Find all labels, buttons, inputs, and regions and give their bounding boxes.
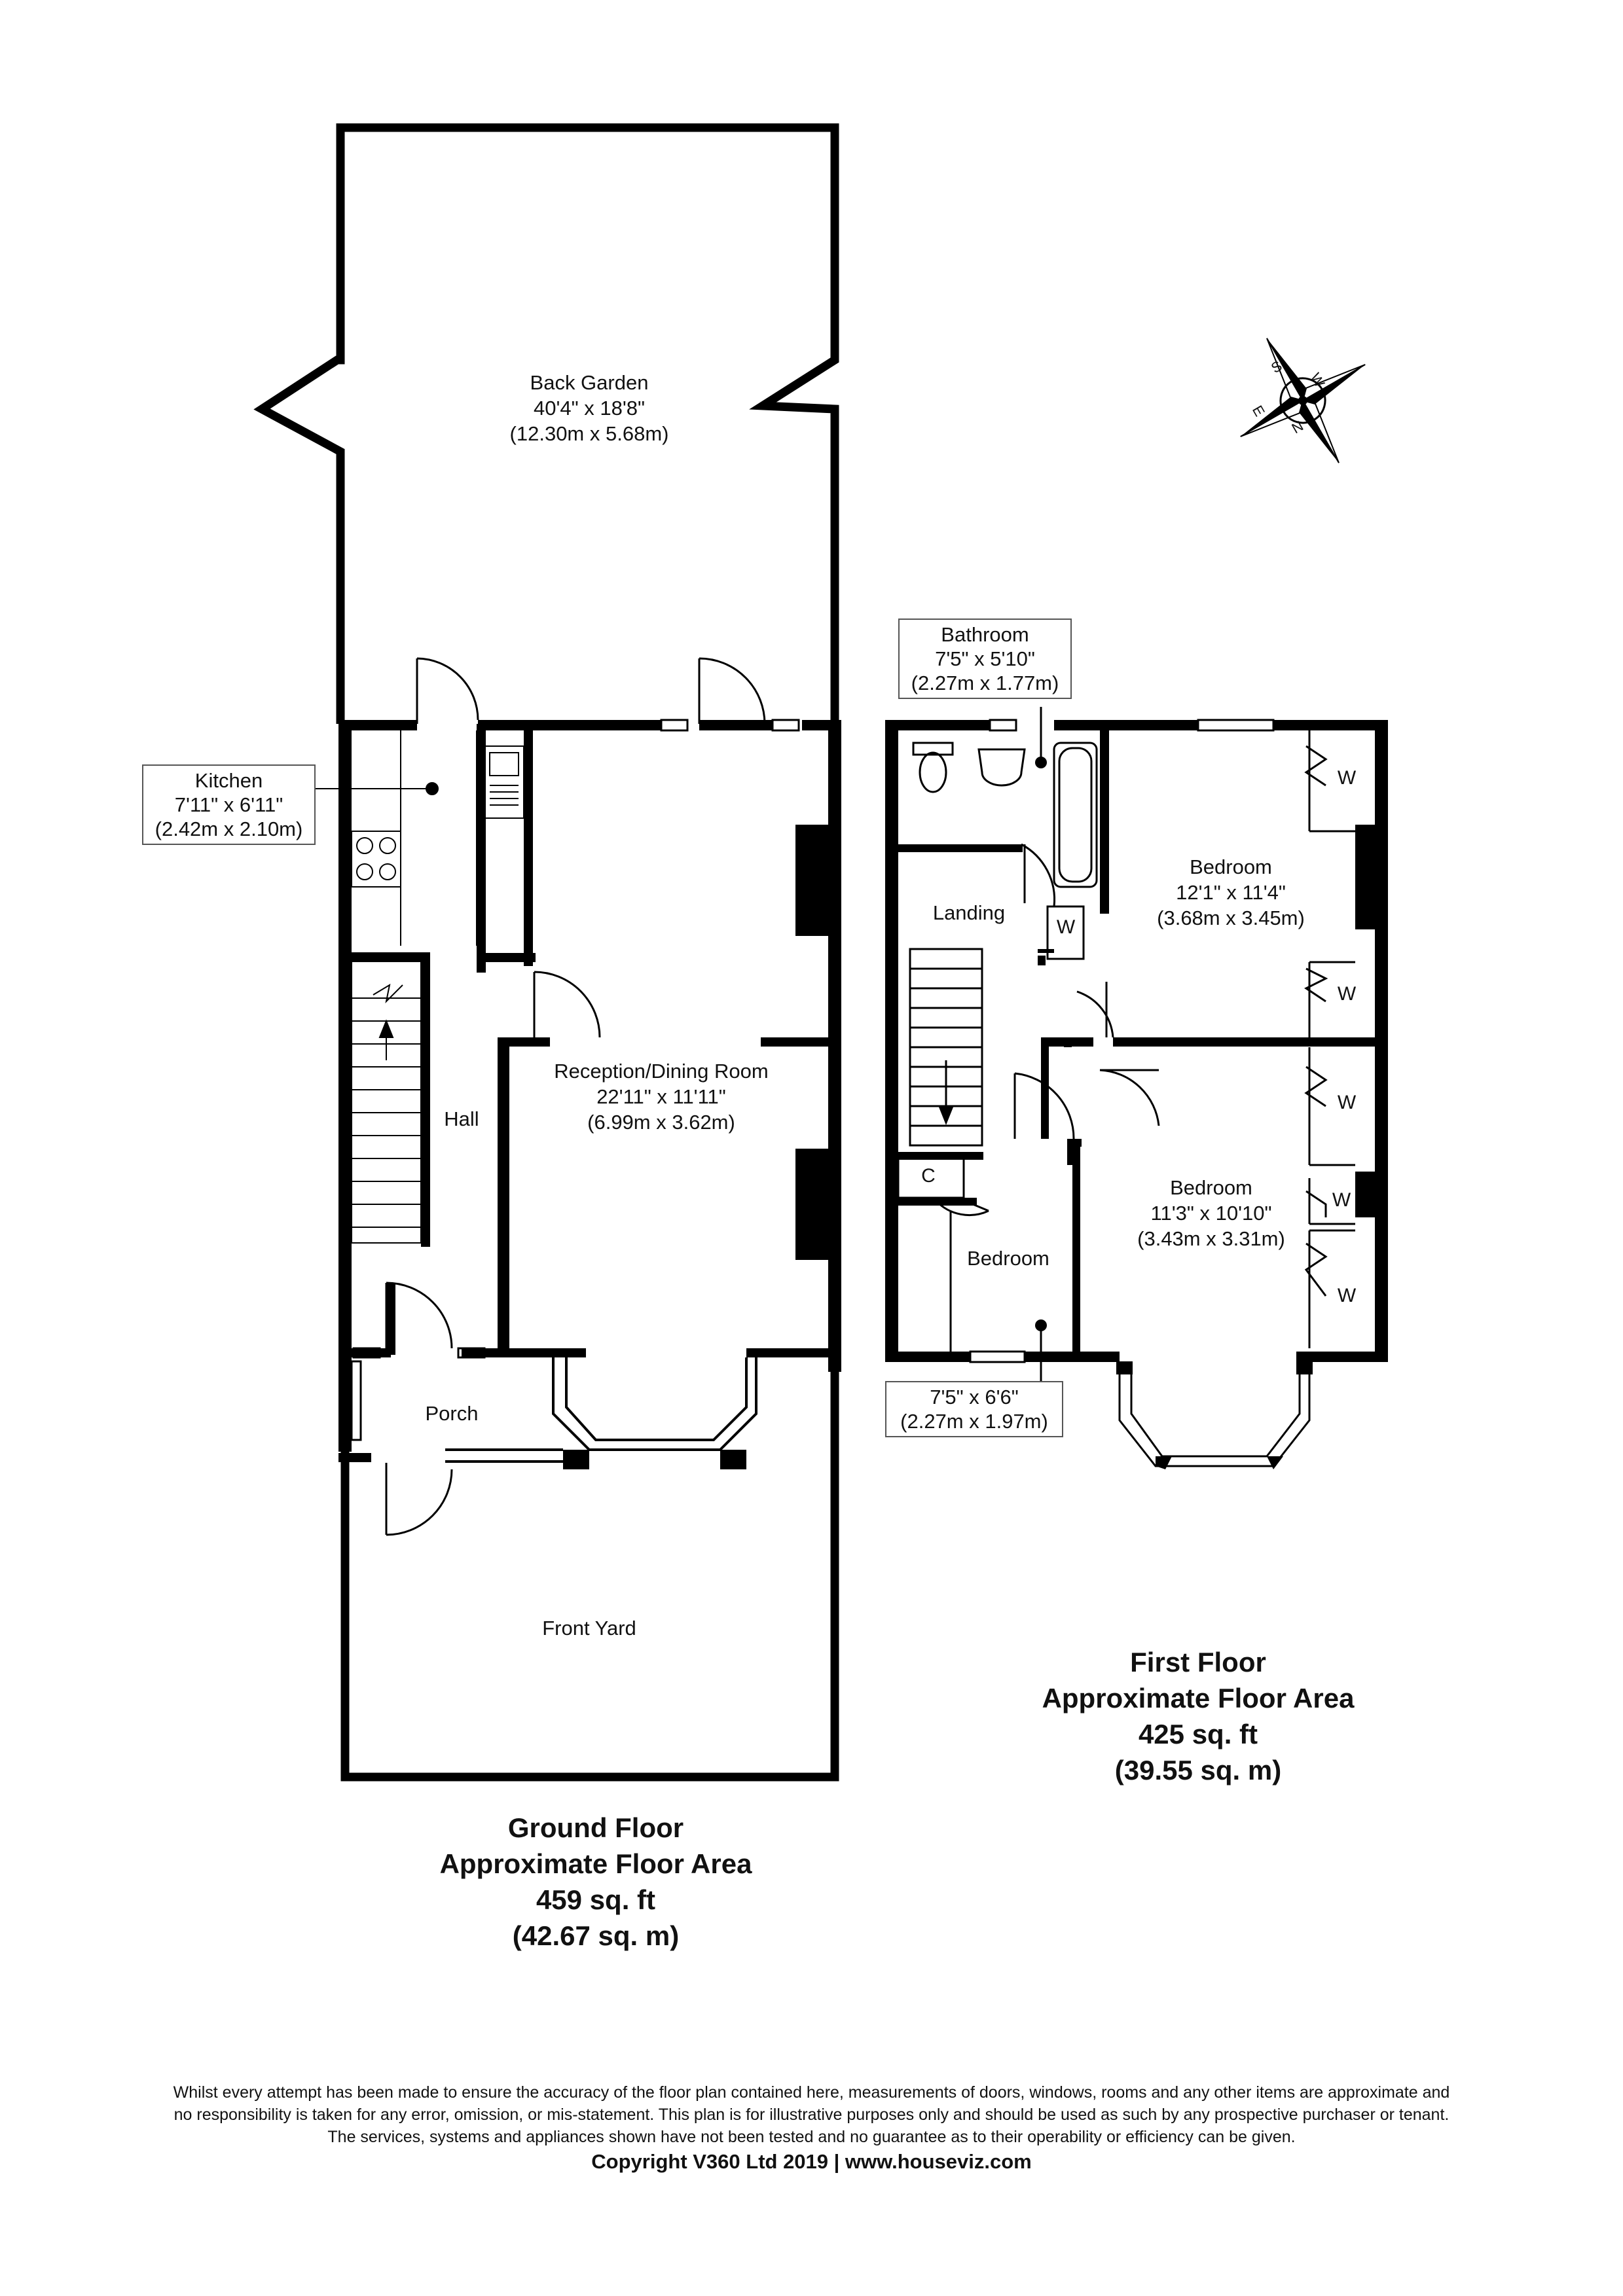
room-imperial: 11'3" x 10'10": [1150, 1202, 1272, 1225]
room-metric: (2.27m x 1.77m): [911, 672, 1059, 694]
bedroom-2-label: Bedroom 11'3" x 10'10" (3.43m x 3.31m): [1113, 1175, 1309, 1251]
hall-label: Hall: [444, 1107, 479, 1130]
floor-subtitle: Approximate Floor Area: [439, 1848, 752, 1879]
disclaimer-line: Whilst every attempt has been made to en…: [173, 2083, 1450, 2102]
floor-sqft: 425 sq. ft: [1138, 1719, 1258, 1749]
first-floor-area: First Floor Approximate Floor Area 425 s…: [969, 1644, 1427, 1788]
first-floor-walls: [885, 720, 1388, 1362]
wardrobe-label: W: [1337, 1092, 1357, 1113]
ground-doors: [385, 657, 766, 1536]
room-name: Bathroom: [941, 623, 1029, 646]
room-name: Reception/Dining Room: [554, 1060, 769, 1083]
front-yard-label: Front Yard: [542, 1617, 636, 1640]
room-metric: (3.68m x 3.45m): [1157, 906, 1305, 929]
floor-sqft: 459 sq. ft: [536, 1884, 656, 1915]
room-metric: (3.43m x 3.31m): [1137, 1227, 1285, 1250]
first-floor-plan: [885, 707, 1388, 1469]
room-name: Bedroom: [1190, 855, 1272, 878]
bedroom-3-label: Bedroom: [967, 1247, 1049, 1270]
floor-subtitle: Approximate Floor Area: [1042, 1683, 1355, 1713]
room-imperial: 7'5" x 5'10": [935, 647, 1035, 670]
wardrobe-label: W: [1332, 1189, 1351, 1211]
room-imperial: 22'11" x 11'11": [596, 1085, 726, 1108]
room-imperial: 7'5" x 6'6": [930, 1386, 1019, 1408]
wardrobe-label: W: [1056, 916, 1076, 938]
wardrobe-label: W: [1337, 767, 1357, 789]
bathroom-label: Bathroom 7'5" x 5'10" (2.27m x 1.77m): [898, 619, 1072, 699]
room-name: Back Garden: [530, 371, 649, 394]
room-imperial: 7'11" x 6'11": [174, 793, 283, 816]
room-imperial: 12'1" x 11'4": [1176, 881, 1286, 904]
floor-title: Ground Floor: [507, 1812, 684, 1843]
ground-floor-walls: [338, 720, 841, 1469]
cupboard-label: C: [921, 1165, 936, 1187]
reception-label: Reception/Dining Room 22'11" x 11'11" (6…: [524, 1058, 799, 1135]
wardrobe-label: W: [1337, 983, 1357, 1005]
ground-windows: [350, 719, 800, 1441]
ground-floor-plan: [253, 123, 841, 1782]
floor-sqm: (42.67 sq. m): [512, 1920, 680, 1951]
back-garden-outline: [253, 123, 839, 724]
porch-label: Porch: [425, 1402, 479, 1425]
room-name: Kitchen: [194, 769, 263, 792]
room-imperial: 40'4" x 18'8": [533, 397, 645, 420]
room-metric: (12.30m x 5.68m): [509, 422, 669, 445]
ground-floor-area: Ground Floor Approximate Floor Area 459 …: [367, 1810, 825, 1954]
kitchen-label: Kitchen 7'11" x 6'11" (2.42m x 2.10m): [142, 764, 316, 845]
disclaimer-line: no responsibility is taken for any error…: [173, 2106, 1450, 2124]
disclaimer-line: The services, systems and appliances sho…: [327, 2128, 1296, 2146]
bedroom-1-label: Bedroom 12'1" x 11'4" (3.68m x 3.45m): [1133, 854, 1329, 931]
first-floor-lines: [897, 707, 1355, 1467]
room-metric: (6.99m x 3.62m): [587, 1111, 735, 1134]
disclaimer: Whilst every attempt has been made to en…: [0, 2081, 1623, 2148]
landing-label: Landing: [932, 901, 1006, 924]
floor-sqm: (39.55 sq. m): [1114, 1755, 1282, 1785]
compass-rose: [1240, 338, 1366, 463]
kitchen-fittings: [314, 730, 524, 946]
copyright: Copyright V360 Ltd 2019 | www.houseviz.c…: [591, 2150, 1032, 2173]
ground-bay-window: [445, 1357, 757, 1463]
back-garden-label: Back Garden 40'4" x 18'8" (12.30m x 5.68…: [458, 370, 720, 446]
room-metric: (2.42m x 2.10m): [155, 817, 303, 840]
wardrobe-label: W: [1337, 1285, 1357, 1306]
first-floor-dots: [1035, 757, 1047, 1331]
bedroom-3-dimensions: 7'5" x 6'6" (2.27m x 1.97m): [885, 1381, 1063, 1437]
front-yard-outline: [340, 1361, 839, 1782]
room-name: Bedroom: [1170, 1176, 1252, 1199]
ground-stairs: [351, 961, 422, 1244]
first-floor-bay-corners: [1116, 1361, 1313, 1469]
floor-title: First Floor: [1130, 1647, 1266, 1677]
room-metric: (2.27m x 1.97m): [900, 1410, 1048, 1433]
